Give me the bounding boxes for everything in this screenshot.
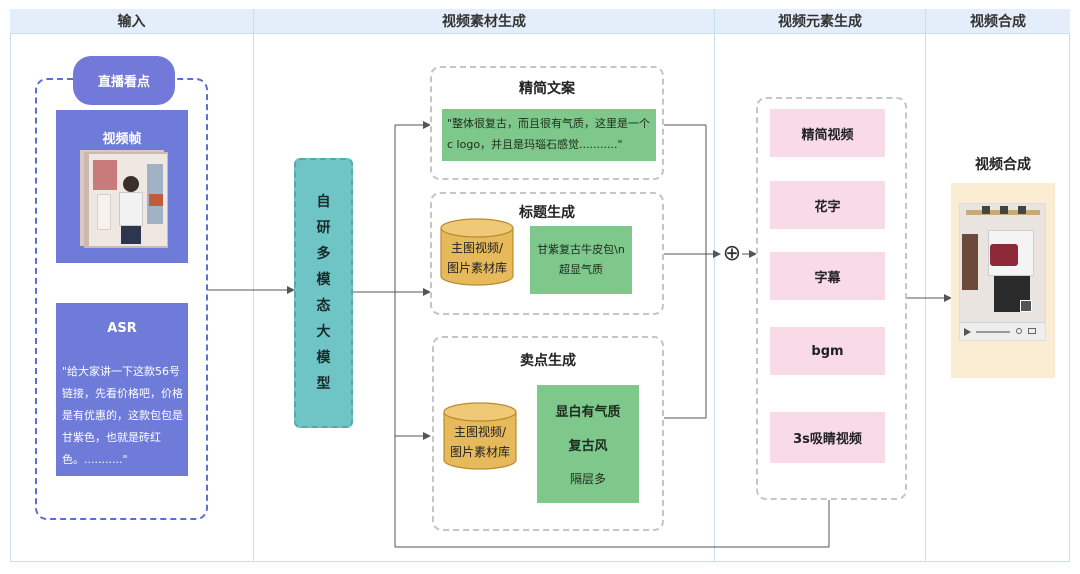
- element-fancy-text: 花字: [770, 181, 885, 229]
- selling-points-title: 卖点生成: [520, 353, 576, 369]
- lane-header-elements: 视频元素生成: [715, 9, 925, 34]
- model-char: 多: [316, 246, 331, 262]
- generated-title: 甘紫复古牛皮包\n 超显气质: [530, 226, 632, 294]
- copy-text: "整体很复古，而且很有气质，这里是一个c logo，并且是玛瑙石感觉......…: [442, 109, 656, 161]
- material-library-label: 主图视频/ 图片素材库: [439, 238, 515, 278]
- asr-title: ASR: [107, 321, 137, 336]
- model-char: 模: [316, 350, 331, 366]
- element-condensed-video: 精简视频: [770, 109, 885, 157]
- thumb-shape: [149, 194, 163, 206]
- lane-divider: [714, 9, 715, 562]
- shelf-shape: [982, 206, 990, 214]
- generated-title-line: 甘紫复古牛皮包\n: [537, 243, 625, 256]
- lane-header-input: 输入: [10, 9, 253, 34]
- progress-track[interactable]: [976, 331, 1010, 333]
- generated-title-line: 超显气质: [559, 263, 603, 276]
- material-library-label-line: 主图视频/: [450, 241, 504, 255]
- selling-point: 隔层多: [569, 472, 606, 486]
- model-char: 研: [316, 220, 331, 236]
- thumb-shape: [97, 194, 111, 230]
- material-library-label-line: 图片素材库: [449, 445, 510, 459]
- material-library-label-line: 图片素材库: [446, 261, 507, 275]
- selling-points-section: 卖点生成 主图视频/ 图片素材库 显白有气质 复古风 隔层多: [432, 336, 664, 531]
- element-bgm: bgm: [770, 327, 885, 375]
- video-frame-title: 视频帧: [102, 132, 142, 147]
- thumb-shape: [119, 192, 143, 226]
- lane-header-compose: 视频合成: [926, 9, 1070, 34]
- model-char: 态: [316, 298, 331, 314]
- lane-divider: [253, 9, 254, 562]
- person-shape: [962, 234, 978, 290]
- live-highlight-pill: 直播看点: [73, 56, 175, 105]
- model-char: 型: [316, 376, 331, 392]
- play-icon[interactable]: [964, 328, 971, 336]
- lane-divider: [925, 9, 926, 562]
- merge-icon: ⊕: [722, 241, 742, 266]
- element-3s-hook-video: 3s吸睛视频: [770, 412, 885, 463]
- material-library-cylinder-icon: [443, 402, 517, 470]
- selling-points-box: 显白有气质 复古风 隔层多: [537, 385, 639, 503]
- material-library-cylinder-icon: [440, 218, 514, 286]
- material-library-label-line: 主图视频/: [453, 425, 507, 439]
- asr-card: ASR "给大家讲一下这款56号链接，先看价格吧，价格是有优惠的，这款包包是甘紫…: [56, 303, 188, 476]
- asr-transcript: "给大家讲一下这款56号链接，先看价格吧，价格是有优惠的，这款包包是甘紫色，也就…: [62, 365, 183, 466]
- output-title: 视频合成: [975, 157, 1031, 173]
- selling-point: 复古风: [568, 439, 608, 454]
- title-generation-title: 标题生成: [519, 205, 575, 221]
- model-char: 自: [316, 194, 331, 210]
- output-video-preview: [959, 203, 1046, 341]
- copy-section: 精简文案 "整体很复古，而且很有气质，这里是一个c logo，并且是玛瑙石感觉.…: [430, 66, 664, 180]
- thumb-shape: [121, 226, 141, 244]
- fullscreen-icon[interactable]: [1028, 328, 1036, 334]
- shelf-shape: [1000, 206, 1008, 214]
- selling-point: 显白有气质: [555, 405, 621, 420]
- material-library-label: 主图视频/ 图片素材库: [442, 422, 518, 462]
- copy-title: 精简文案: [519, 81, 575, 97]
- lane-header-material: 视频素材生成: [254, 9, 714, 34]
- element-subtitles: 字幕: [770, 252, 885, 300]
- frame-thumbnail-front: [89, 154, 167, 246]
- title-generation-section: 标题生成 主图视频/ 图片素材库 甘紫复古牛皮包\n 超显气质: [430, 192, 664, 315]
- thumb-shape: [93, 160, 117, 190]
- settings-icon[interactable]: [1016, 328, 1022, 334]
- product-thumb: [1020, 300, 1032, 312]
- thumb-shape: [123, 176, 139, 192]
- output-panel: [951, 183, 1055, 378]
- handbag-shape: [990, 244, 1018, 266]
- shelf-shape: [1018, 206, 1026, 214]
- model-char: 模: [316, 272, 331, 288]
- model-char: 大: [316, 324, 331, 340]
- multimodal-model-box: 自 研 多 模 态 大 模 型: [294, 158, 353, 428]
- video-frame-card: 视频帧: [56, 110, 188, 263]
